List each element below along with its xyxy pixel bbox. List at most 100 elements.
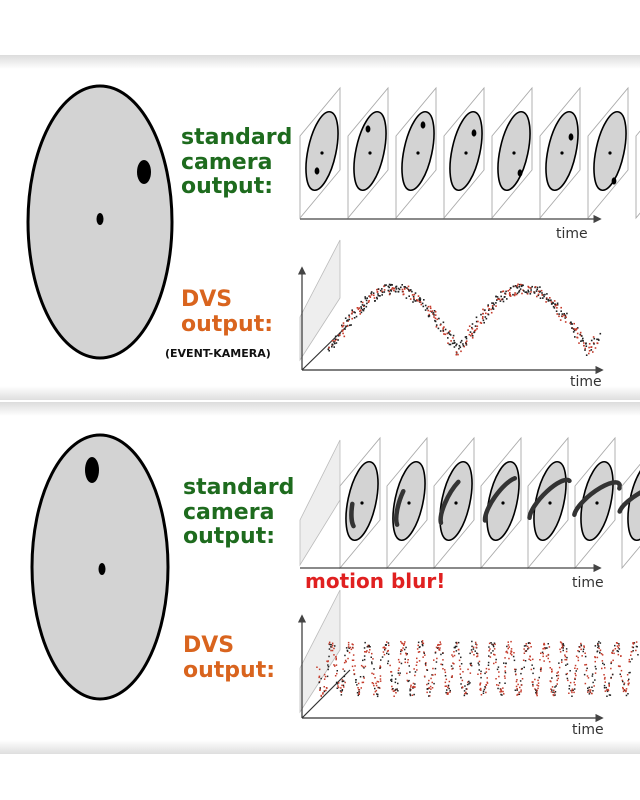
dvs-event-point (335, 656, 337, 658)
dvs-event-point (482, 692, 485, 694)
dvs-event-point (369, 646, 371, 648)
dvs-event-point (460, 683, 462, 685)
dvs-event-point (436, 647, 439, 649)
dvs-event-point (370, 292, 372, 295)
dvs-event-point (404, 287, 406, 290)
dvs-event-point (333, 341, 335, 343)
dvs-event-point (434, 317, 437, 320)
dvs-event-point (419, 297, 421, 299)
dvs-event-point (598, 647, 600, 649)
dvs-event-point (333, 654, 335, 656)
dvs-event-point (344, 654, 346, 657)
dvs-event-point (463, 690, 466, 692)
dvs-event-point (400, 650, 402, 653)
dvs-event-point (479, 688, 481, 691)
dvs-event-point (351, 317, 353, 320)
dvs-event-point (395, 692, 397, 694)
dvs-event-point (377, 288, 380, 290)
dvs-event-point (418, 646, 421, 649)
dvs-event-point (625, 688, 628, 690)
dvs-event-point (417, 295, 420, 297)
dvs-event-point (351, 309, 353, 311)
dvs-event-point (606, 695, 608, 697)
dvs-event-point (400, 662, 403, 665)
dvs-event-point (431, 310, 434, 312)
dvs-event-point (412, 686, 414, 688)
dvs-event-point (479, 683, 481, 685)
dvs-event-point (519, 680, 522, 682)
dvs-event-point (379, 665, 381, 667)
label-line: DVS (181, 287, 233, 312)
dvs-event-point (405, 297, 408, 299)
dvs-event-point (519, 686, 521, 689)
dvs-event-point (499, 300, 502, 302)
dvs-event-point (461, 679, 464, 682)
dvs-event-point (504, 296, 506, 298)
dvs-event-point (394, 681, 397, 684)
dvs-event-point (398, 667, 400, 669)
dvs-event-point (533, 667, 535, 670)
dvs-event-point (327, 660, 329, 662)
dvs-event-point (627, 680, 629, 682)
frame-center-dot (416, 151, 420, 155)
dvs-event-point (537, 290, 540, 293)
dvs-event-point (486, 681, 488, 684)
dvs-event-point (618, 643, 620, 645)
dvs-event-point (516, 689, 518, 691)
dvs-event-point (543, 660, 545, 662)
disk-large-dot-top (137, 160, 151, 184)
dvs-event-point (459, 665, 461, 668)
dvs-event-point (517, 683, 519, 686)
dvs-event-point (427, 305, 430, 308)
dvs-event-point (495, 305, 497, 307)
dvs-event-point (485, 684, 488, 686)
dvs-event-point (377, 686, 379, 689)
event-camera-label: (EVENT-KAMERA) (165, 347, 271, 360)
dvs-event-point (565, 659, 568, 661)
dvs-event-point (578, 342, 580, 344)
dvs-event-point (473, 654, 475, 656)
dvs-event-point (353, 317, 356, 319)
dvs-event-point (364, 296, 366, 298)
dvs-event-point (588, 689, 590, 691)
dvs-event-point (553, 689, 555, 692)
dvs-event-point (322, 693, 324, 695)
dvs-event-point (422, 642, 425, 645)
dvs-event-point (388, 290, 390, 293)
dvs-event-point (397, 290, 400, 293)
dvs-event-point (430, 677, 432, 680)
dvs-event-point (343, 686, 345, 688)
dvs-event-point (340, 691, 343, 693)
dvs-event-point (455, 641, 457, 644)
frame-moving-dot (568, 133, 574, 141)
dvs-event-point (439, 641, 441, 643)
dvs-event-point (413, 298, 415, 301)
dvs-event-point (393, 287, 395, 290)
dvs-event-point (369, 649, 371, 651)
dvs-event-point (424, 654, 426, 656)
dvs-event-point (534, 286, 537, 288)
dvs-event-point (377, 693, 379, 696)
dvs-event-point (371, 661, 373, 663)
dvs-event-point (510, 651, 512, 653)
dvs-event-point (580, 642, 582, 645)
dvs-event-point (537, 679, 539, 682)
dvs-event-point (474, 650, 476, 652)
dvs-event-point (515, 685, 518, 688)
dvs-event-point (464, 692, 466, 695)
dvs-event-point (490, 311, 493, 314)
dvs-event-point (334, 340, 336, 342)
dvs-event-point (355, 681, 357, 683)
dvs-event-point (573, 688, 576, 690)
dvs-event-point (622, 690, 625, 693)
dvs-event-point (333, 342, 336, 345)
dvs-event-point (445, 685, 447, 687)
dvs-event-point (480, 322, 483, 324)
dvs-event-point (337, 339, 339, 341)
dvs-event-point (506, 652, 509, 654)
dvs-event-point (414, 683, 416, 685)
dvs-event-point (328, 648, 331, 650)
dvs-event-point (561, 313, 564, 315)
dvs-event-point (377, 294, 380, 297)
dvs-event-point (546, 293, 548, 295)
